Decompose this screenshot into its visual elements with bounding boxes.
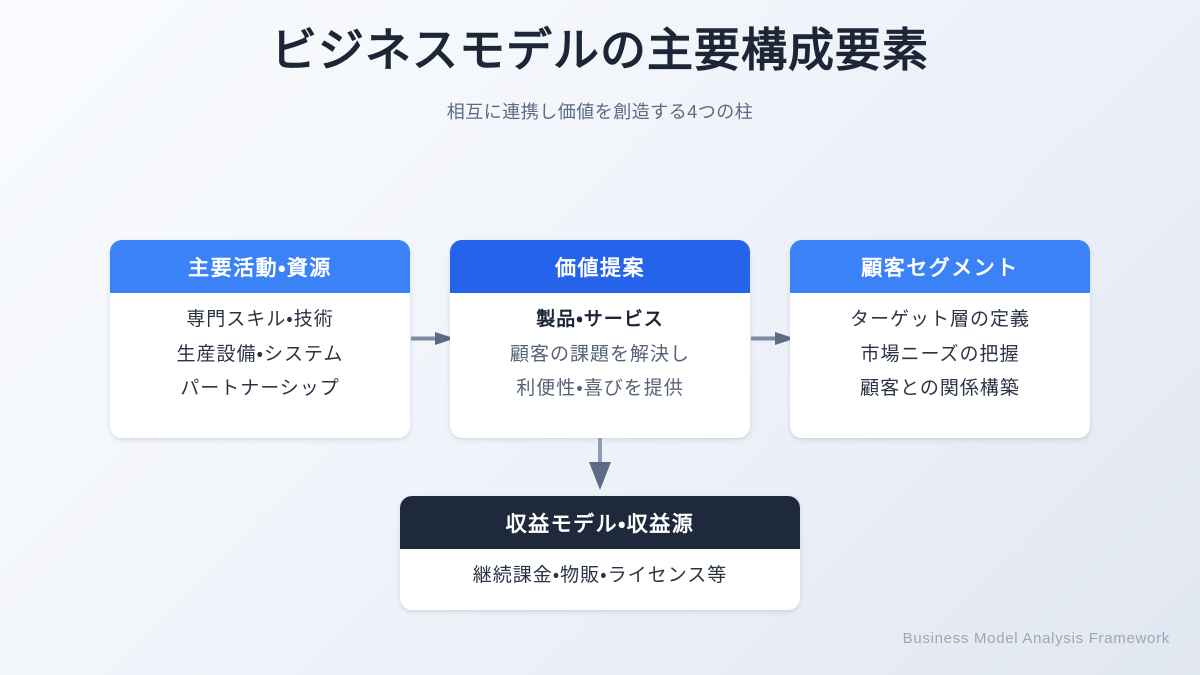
card-line: 市場ニーズの把握 (860, 343, 1020, 365)
card-activities[interactable]: 主要活動・資源 専門スキル・技術 生産設備・システム パートナーシップ (110, 240, 410, 438)
card-customer-segment-header: 顧客セグメント (790, 240, 1090, 293)
arrow-value-to-customer (751, 332, 795, 345)
page-title: ビジネスモデルの主要構成要素 (271, 24, 929, 76)
card-customer-segment-body: ターゲット層の定義 市場ニーズの把握 顧客との関係構築 (790, 293, 1090, 414)
card-line: 利便性・喜びを提供 (516, 378, 684, 400)
card-line: 顧客の課題を解決し (509, 343, 690, 365)
footer-caption: Business Model Analysis Framework (902, 630, 1170, 647)
card-line: 専門スキル・技術 (186, 309, 334, 330)
card-revenue-model-body: 継続課金・物販・ライセンス等 (400, 549, 800, 601)
arrow-right-icon (751, 332, 795, 345)
card-line: 生産設備・システム (176, 343, 344, 365)
card-activities-header: 主要活動・資源 (110, 240, 410, 293)
card-line: 顧客との関係構築 (860, 378, 1020, 400)
arrow-right-icon (411, 332, 455, 345)
card-revenue-model[interactable]: 収益モデル・収益源 継続課金・物販・ライセンス等 (400, 496, 800, 610)
card-line: パートナーシップ (180, 378, 340, 400)
card-line: ターゲット層の定義 (849, 309, 1030, 330)
arrow-down-icon (589, 438, 611, 490)
arrow-activities-to-value (411, 332, 455, 345)
card-line: 製品・サービス (536, 309, 664, 330)
card-value-proposition-header: 価値提案 (450, 240, 750, 293)
arrow-value-to-revenue (586, 438, 614, 496)
page-header: ビジネスモデルの主要構成要素 相互に連携し価値を創造する4つの柱 (0, 24, 1200, 124)
card-value-proposition[interactable]: 価値提案 製品・サービス 顧客の課題を解決し 利便性・喜びを提供 (450, 240, 750, 438)
page-subtitle: 相互に連携し価値を創造する4つの柱 (446, 101, 754, 122)
card-revenue-model-header: 収益モデル・収益源 (400, 496, 800, 549)
card-activities-body: 専門スキル・技術 生産設備・システム パートナーシップ (110, 293, 410, 414)
card-value-proposition-body: 製品・サービス 顧客の課題を解決し 利便性・喜びを提供 (450, 293, 750, 414)
card-customer-segment[interactable]: 顧客セグメント ターゲット層の定義 市場ニーズの把握 顧客との関係構築 (790, 240, 1090, 438)
card-line: 継続課金・物販・ライセンス等 (472, 565, 728, 586)
